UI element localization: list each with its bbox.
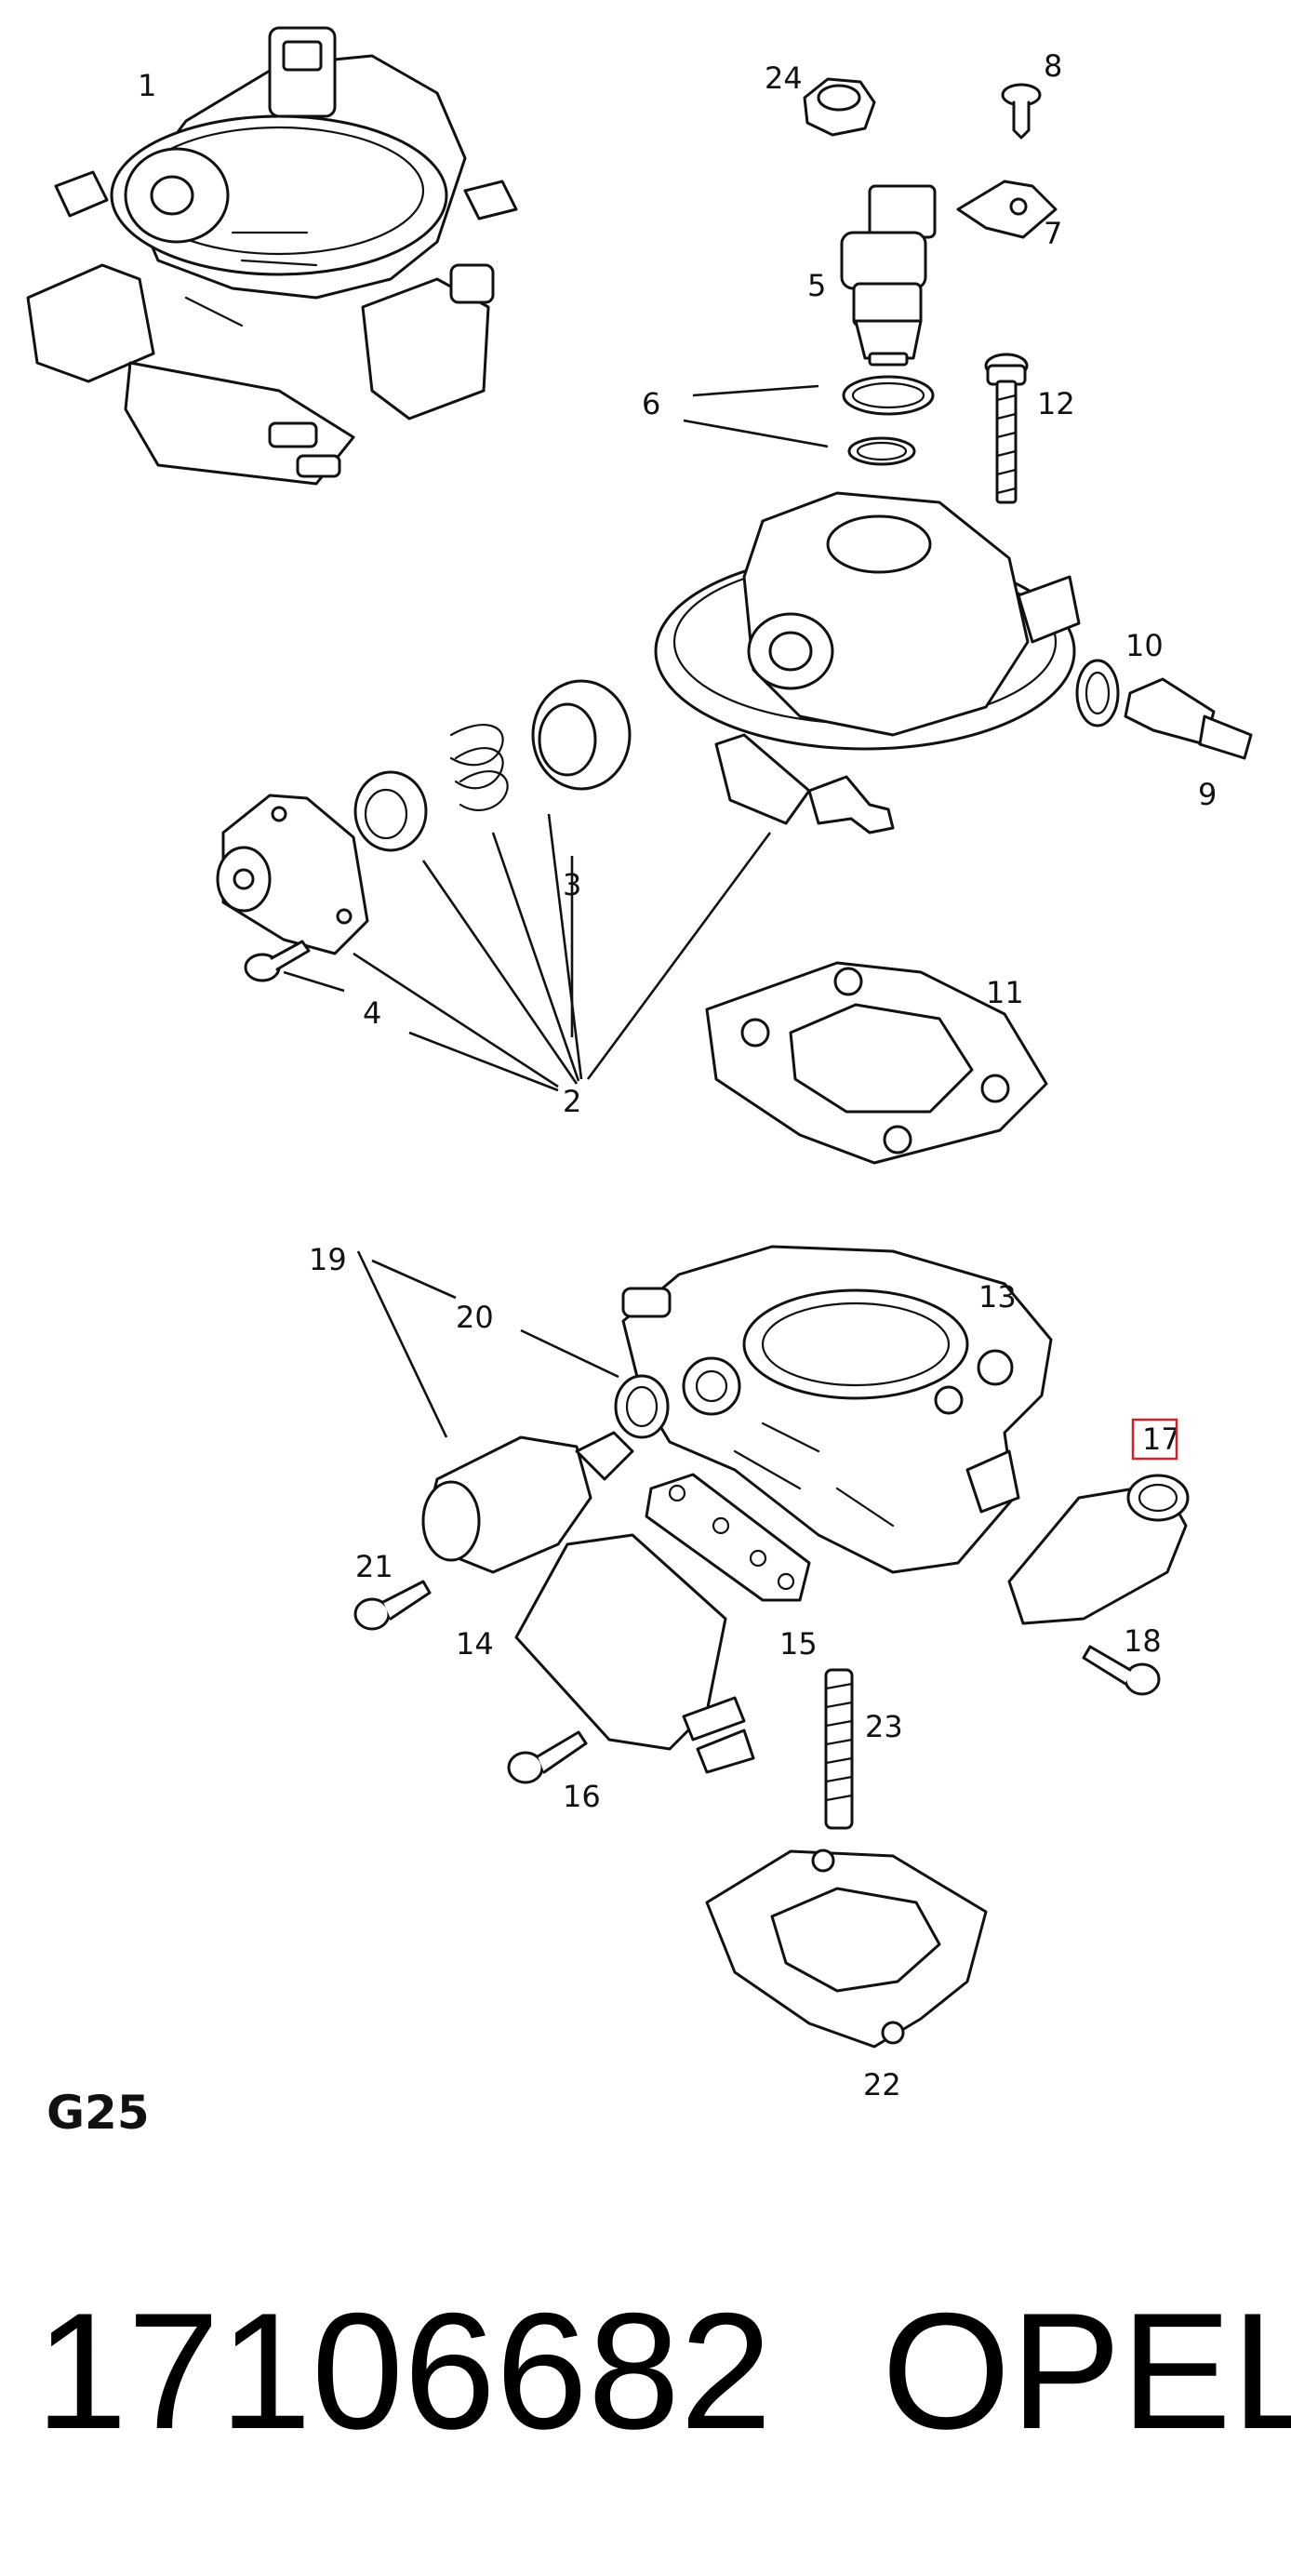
footer-brand: OPEL xyxy=(882,2278,1291,2463)
sheet-code: G25 xyxy=(47,2086,150,2140)
callout-20: 20 xyxy=(456,1300,494,1335)
part-1-throttle-body-assembly xyxy=(26,26,518,486)
part-9-fitting xyxy=(1124,677,1253,760)
part-13-throttle-body xyxy=(621,1245,1053,1574)
callout-3: 3 xyxy=(563,867,581,902)
part-10-washer xyxy=(1075,659,1120,727)
callout-17-highlight-box xyxy=(1131,1418,1178,1461)
part-14-injector-housing xyxy=(514,1533,755,1774)
callout-labels: 1 24 8 7 5 6 12 10 9 3 11 4 2 19 20 13 1… xyxy=(138,48,1217,2102)
callout-17: 17 xyxy=(1142,1421,1180,1457)
callout-16: 16 xyxy=(563,1779,601,1814)
callout-23: 23 xyxy=(865,1709,903,1744)
part-17-sensor xyxy=(1007,1474,1190,1625)
part-4-screw xyxy=(244,940,311,982)
part-23-stud xyxy=(824,1668,854,1830)
part-24-nut xyxy=(803,77,876,137)
callout-18: 18 xyxy=(1124,1623,1162,1659)
callout-22: 22 xyxy=(863,2067,901,2102)
part-6-o-rings xyxy=(842,375,935,466)
callout-15: 15 xyxy=(779,1626,818,1662)
part-8-screw xyxy=(1001,83,1042,140)
part-20-o-ring xyxy=(614,1374,670,1439)
upper-housing xyxy=(654,491,1081,834)
part-5-injector xyxy=(840,184,937,367)
part-12-long-screw xyxy=(984,353,1029,504)
callout-5: 5 xyxy=(807,268,826,303)
part-16-screw xyxy=(507,1730,588,1784)
part-11-gasket xyxy=(705,961,1048,1165)
part-22-gasket xyxy=(705,1849,988,2049)
callout-9: 9 xyxy=(1198,777,1217,812)
part-7-bracket xyxy=(956,180,1058,239)
part-18-screw xyxy=(1082,1645,1161,1696)
callout-6: 6 xyxy=(642,386,660,421)
part-19-idle-motor xyxy=(421,1431,634,1574)
callout-24: 24 xyxy=(765,60,803,96)
callout-19: 19 xyxy=(309,1242,347,1277)
footer-part-number: 17106682 xyxy=(35,2278,772,2463)
callout-21: 21 xyxy=(355,1549,393,1584)
callout-14: 14 xyxy=(456,1626,494,1662)
callout-10: 10 xyxy=(1125,628,1164,663)
callout-13: 13 xyxy=(978,1279,1017,1315)
callout-2: 2 xyxy=(563,1084,581,1119)
callout-7: 7 xyxy=(1044,216,1062,251)
part-15-gasket xyxy=(645,1473,811,1602)
callout-12: 12 xyxy=(1037,386,1075,421)
regulator-housing xyxy=(216,794,369,955)
callout-1: 1 xyxy=(138,68,156,103)
part-21-screw xyxy=(353,1580,432,1631)
callout-8: 8 xyxy=(1044,48,1062,84)
callout-11: 11 xyxy=(986,975,1024,1010)
callout-4: 4 xyxy=(363,995,381,1031)
leader-lines xyxy=(283,384,829,1438)
part-3-regulator-parts xyxy=(353,679,632,852)
